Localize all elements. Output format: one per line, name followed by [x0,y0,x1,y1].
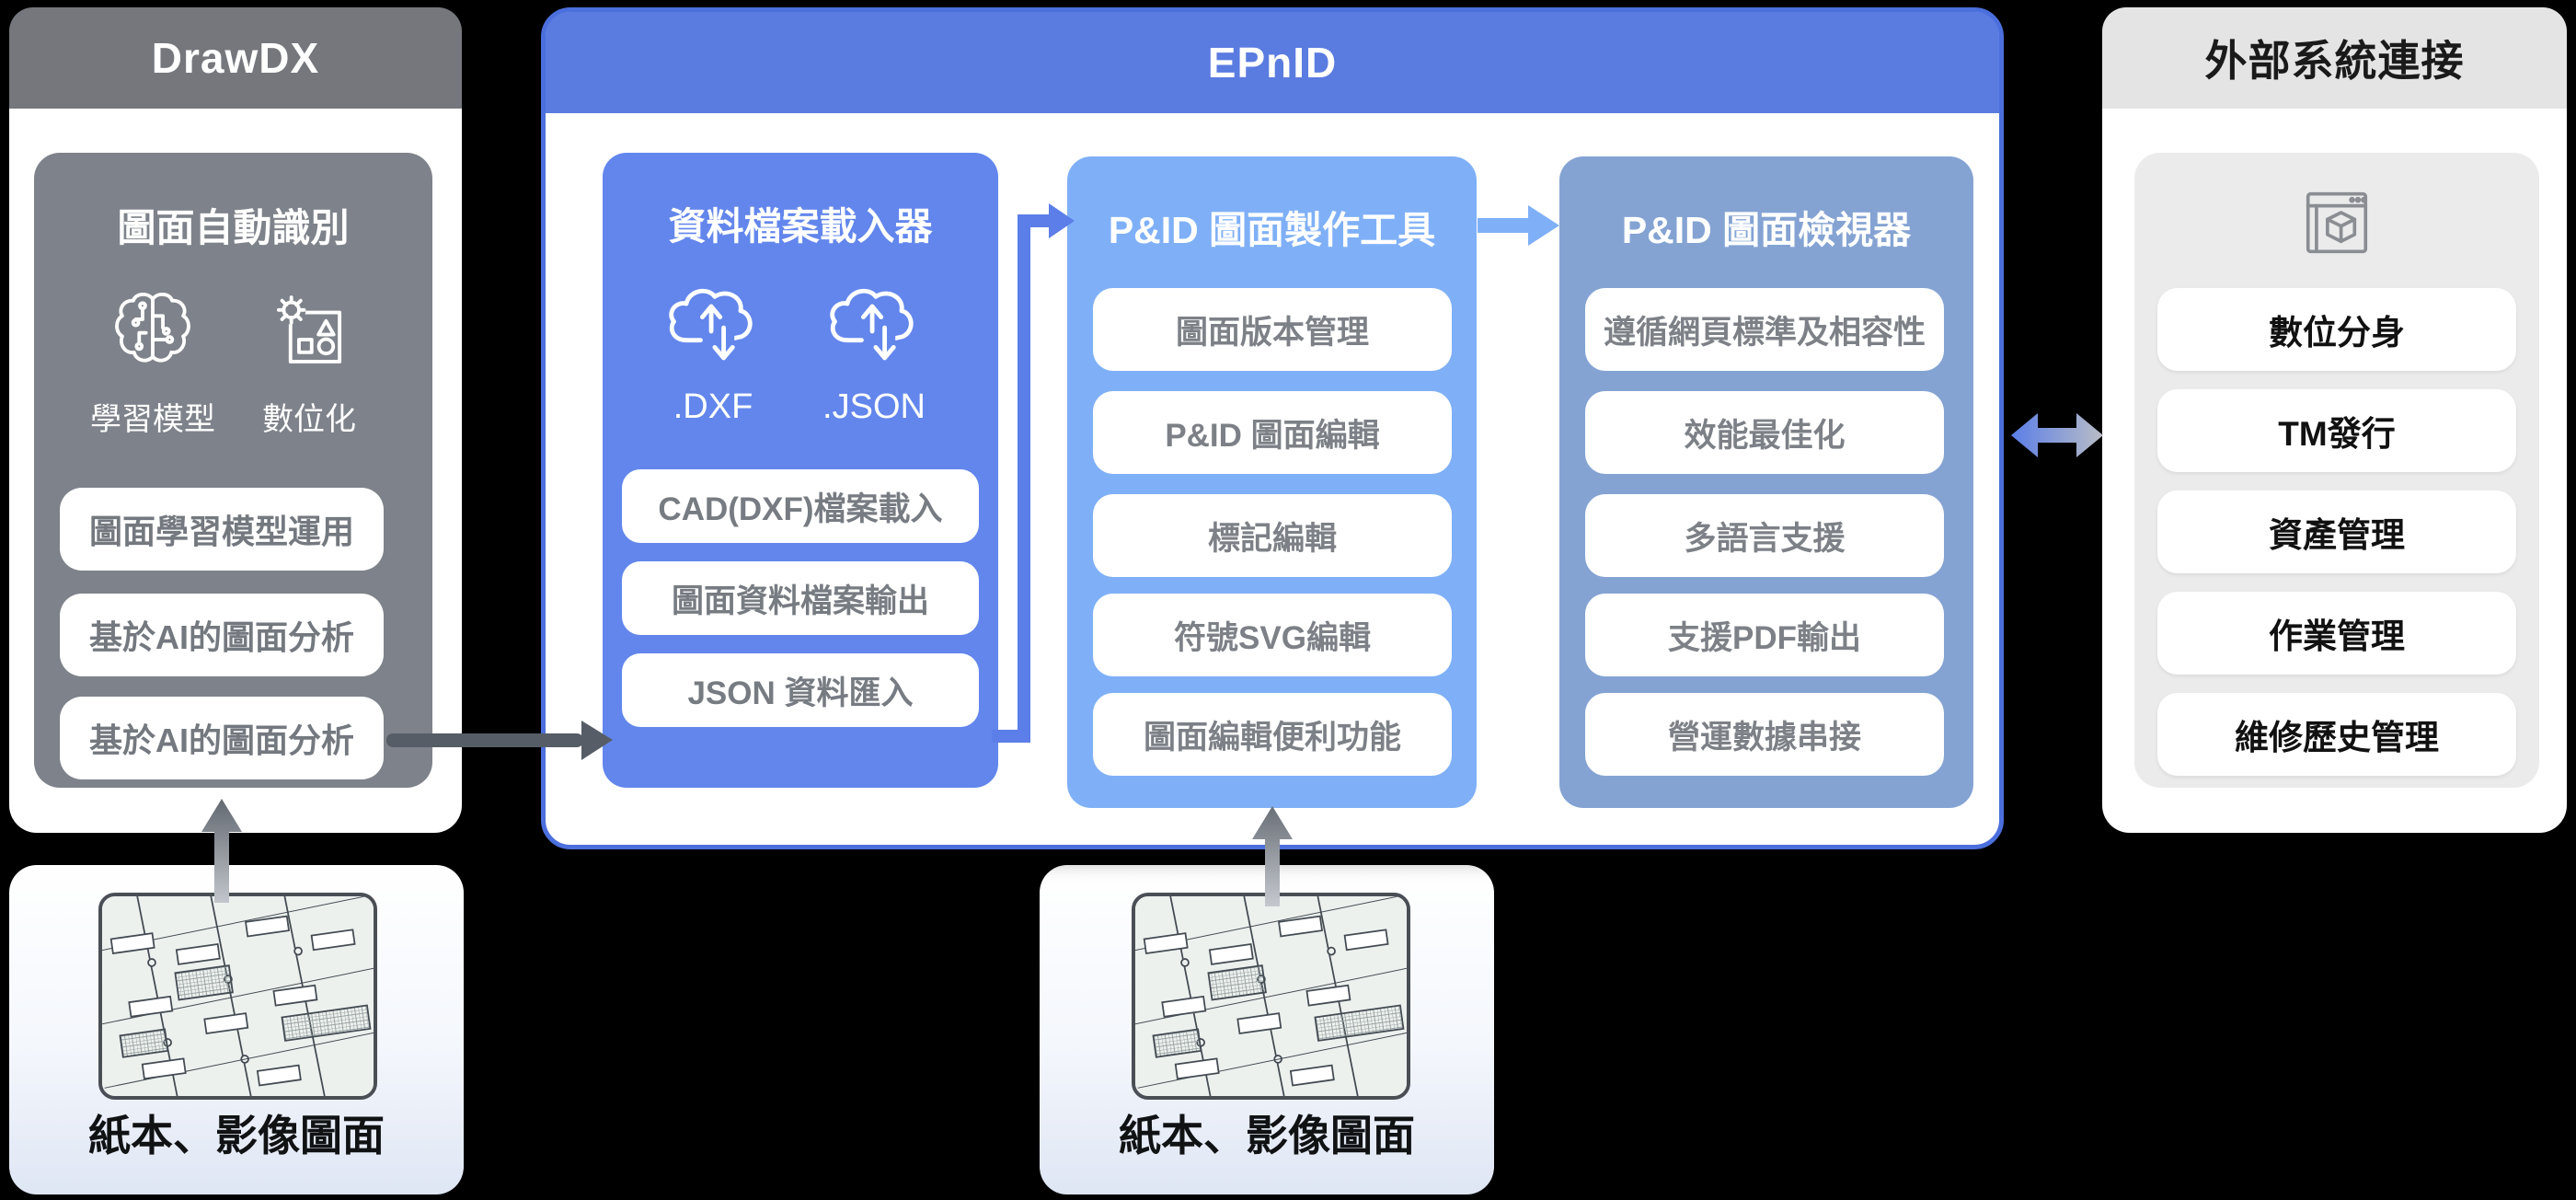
external-system-chip: 數位分身 [2157,288,2516,371]
feature-chip: 營運數據串接 [1585,693,1944,776]
epnid-panel: EPnID 資料檔案載入器 .DXF .JSON CAD(DXF)檔案載入 圖面… [541,7,2004,849]
loader-title: 資料檔案載入器 [668,205,933,248]
feature-chip: 標記編輯 [1093,494,1452,577]
bidirectional-arrow-epnid-external [2011,413,2103,457]
feature-chip: 圖面編輯便利功能 [1093,693,1452,776]
feature-chip: JSON 資料匯入 [622,653,979,727]
cloud-sync-icon [830,288,914,373]
paper-image-source-card: 紙本、影像圖面 [1040,865,1494,1194]
blueprint-image [98,893,377,1100]
feature-chip: 圖面資料檔案輸出 [622,561,979,635]
brain-circuit-icon [115,293,190,363]
pid-drawing-maker-column: P&ID 圖面製作工具 圖面版本管理 P&ID 圖面編輯 標記編輯 符號SVG編… [1067,156,1477,808]
external-title: 外部系統連接 [2102,7,2567,109]
feature-chip: 基於AI的圖面分析 [60,697,384,779]
external-system-chip: 資產管理 [2157,490,2516,573]
module-title: 圖面自動識別 [117,206,350,249]
source-card-label: 紙本、影像圖面 [88,1112,385,1160]
feature-chip: 遵循網頁標準及相容性 [1585,288,1944,371]
feature-chip: P&ID 圖面編輯 [1093,391,1452,474]
paper-image-source-card: 紙本、影像圖面 [9,865,464,1194]
external-systems-box: 數位分身 TM發行 資產管理 作業管理 維修歷史管理 [2134,153,2539,788]
feature-chip: 支援PDF輸出 [1585,594,1944,676]
external-system-chip: 維修歷史管理 [2157,693,2516,776]
digitize-shapes-gear-icon [276,295,342,363]
feature-chip: CAD(DXF)檔案載入 [622,469,979,543]
browser-cube-icon [2306,191,2368,254]
learning-model-label: 學習模型 [90,402,215,437]
external-systems-panel: 外部系統連接 數位分身 TM發行 資產管理 作業管理 維修歷史管理 [2102,7,2567,833]
drawing-auto-recognition-module: 圖面自動識別 學習模型 數位化 圖面學習模型運用 基於AI的圖 [34,153,432,788]
dxf-file-label: .DXF [673,387,753,426]
maker-title: P&ID 圖面製作工具 [1108,209,1436,251]
cloud-sync-icon [669,288,753,373]
drawdx-title: DrawDX [9,7,462,109]
blueprint-image [1132,893,1410,1100]
feature-chip: 圖面版本管理 [1093,288,1452,371]
digitization-label: 數位化 [262,402,356,437]
feature-chip: 多語言支援 [1585,494,1944,577]
external-system-chip: TM發行 [2157,389,2516,472]
feature-chip: 基於AI的圖面分析 [60,594,384,676]
json-file-label: .JSON [822,387,926,426]
feature-chip: 符號SVG編輯 [1093,594,1452,676]
external-system-chip: 作業管理 [2157,592,2516,675]
pid-drawing-viewer-column: P&ID 圖面檢視器 遵循網頁標準及相容性 效能最佳化 多語言支援 支援PDF輸… [1559,156,1973,808]
feature-chip: 圖面學習模型運用 [60,488,384,571]
viewer-title: P&ID 圖面檢視器 [1621,209,1912,251]
data-file-loader-column: 資料檔案載入器 .DXF .JSON CAD(DXF)檔案載入 圖面資料檔案輸出… [603,153,998,788]
epnid-title: EPnID [546,12,1999,113]
feature-chip: 效能最佳化 [1585,391,1944,474]
drawdx-panel: DrawDX 圖面自動識別 學習模型 數位化 圖面學 [9,7,462,833]
source-card-label: 紙本、影像圖面 [1119,1112,1415,1160]
